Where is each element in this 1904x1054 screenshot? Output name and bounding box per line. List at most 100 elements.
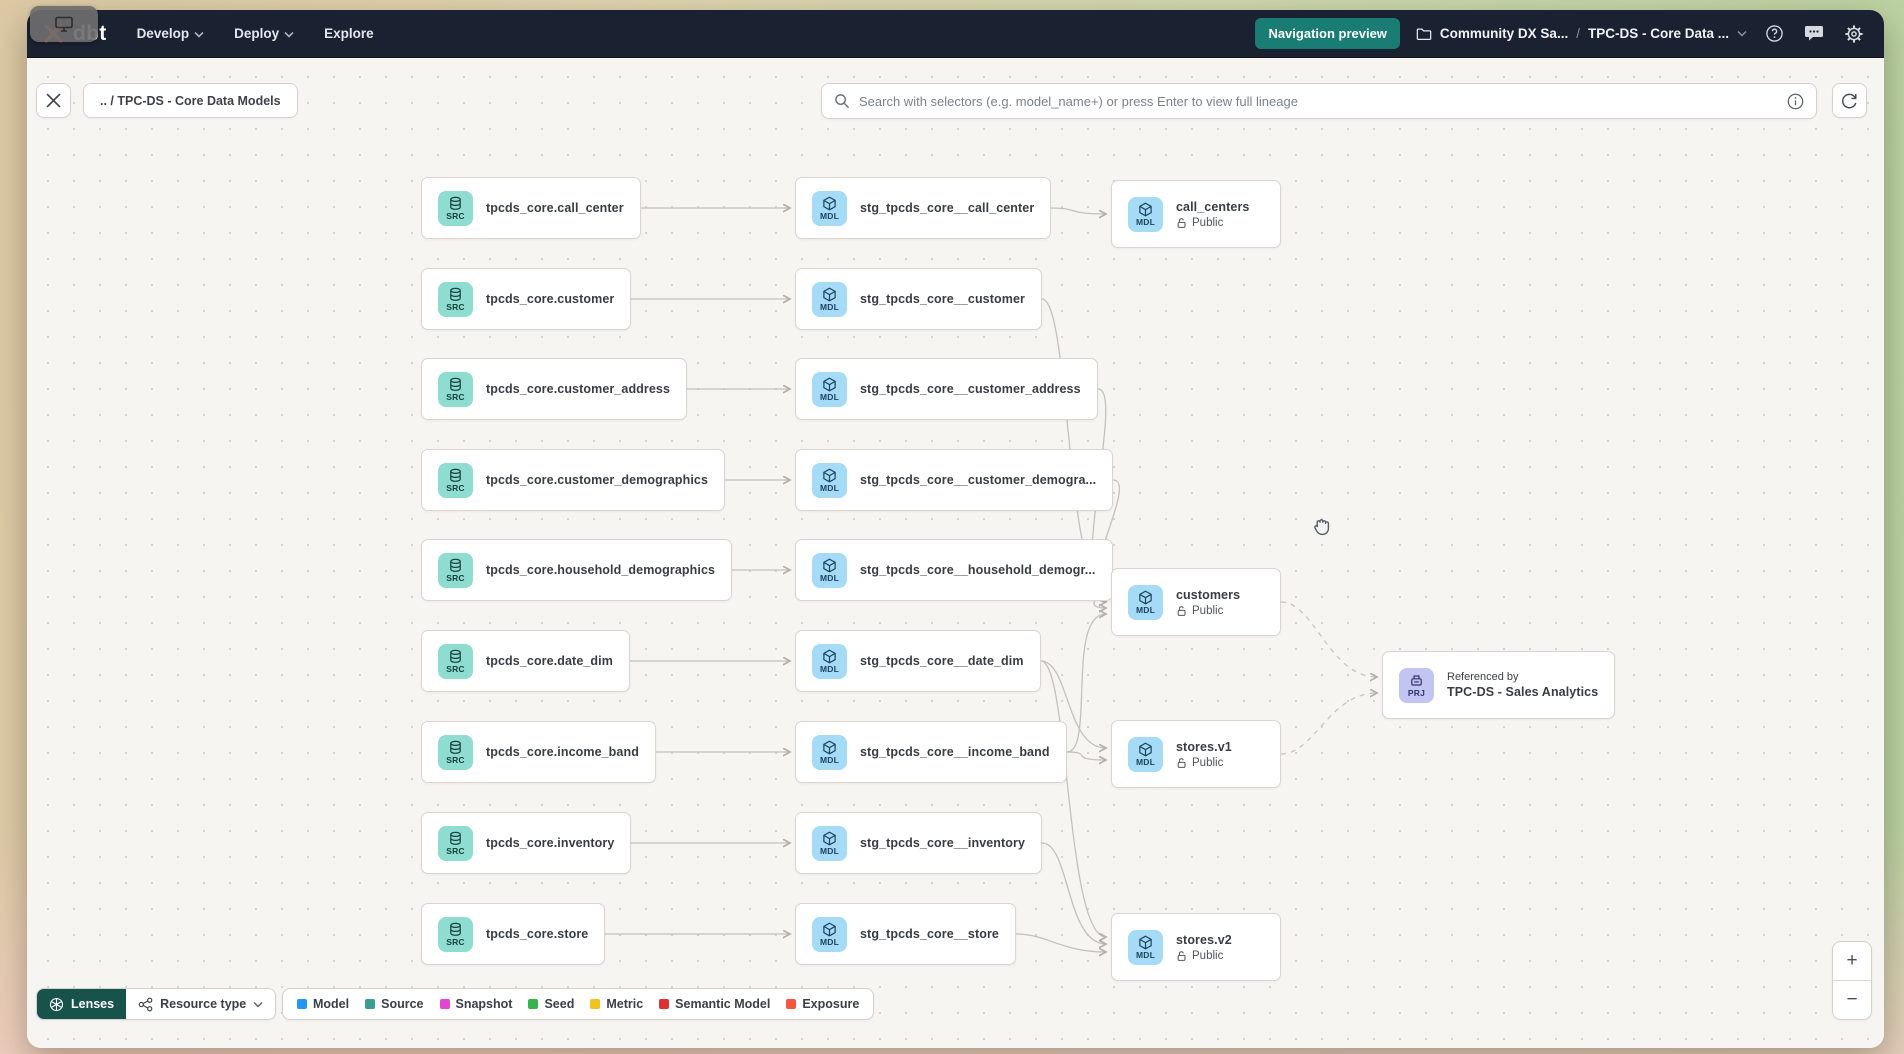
node-title: stg_tpcds_core__inventory (860, 836, 1026, 850)
model-icon: MDL (812, 281, 847, 317)
breadcrumb-page[interactable]: TPC-DS - Core Data ... (1587, 26, 1729, 41)
close-lineage-button[interactable] (36, 83, 71, 118)
graph-node-src_customer_demographics[interactable]: SRC tpcds_core.customer_demographics (421, 449, 726, 511)
nav-item-explore[interactable]: Explore (324, 26, 374, 41)
legend-color-swatch (590, 999, 601, 1009)
zoom-in-button[interactable]: + (1833, 942, 1871, 980)
chevron-down-icon (194, 31, 204, 38)
lineage-search (821, 83, 1817, 119)
refresh-icon (1842, 93, 1857, 109)
node-title: stg_tpcds_core__call_center (860, 201, 1035, 215)
node-title: TPC-DS - Sales Analytics (1447, 685, 1599, 699)
legend-item-snapshot: Snapshot (439, 997, 512, 1011)
graph-node-src_inventory[interactable]: SRC tpcds_core.inventory (421, 812, 632, 874)
lineage-edge-stg_income_band-customers (1066, 614, 1106, 753)
resource-type-icon (138, 997, 153, 1011)
node-title: stg_tpcds_core__household_demogr... (860, 563, 1096, 577)
model-icon: MDL (1128, 584, 1163, 620)
node-access-label: Public (1176, 757, 1232, 769)
source-icon: SRC (438, 643, 473, 679)
graph-node-stg_call_center[interactable]: MDL stg_tpcds_core__call_center (795, 177, 1052, 239)
source-icon: SRC (438, 734, 473, 770)
feedback-icon[interactable] (1802, 22, 1826, 45)
model-icon: MDL (812, 734, 847, 770)
node-title: tpcds_core.inventory (486, 836, 615, 850)
info-icon[interactable] (1786, 92, 1805, 116)
resource-type-dropdown[interactable]: Resource type (126, 989, 276, 1019)
model-icon: MDL (812, 552, 847, 588)
search-icon (835, 94, 850, 109)
node-title: stores.v1 (1176, 739, 1232, 754)
lineage-edge-stg_date_dim-stores_v1 (1040, 660, 1106, 748)
node-title: tpcds_core.date_dim (486, 654, 613, 668)
source-icon: SRC (438, 462, 473, 498)
legend-color-swatch (297, 999, 307, 1009)
node-title: tpcds_core.customer_demographics (486, 473, 709, 487)
node-pre-label: Referenced by (1447, 671, 1519, 683)
refresh-lineage-button[interactable] (1832, 83, 1867, 118)
help-icon[interactable] (1763, 22, 1786, 45)
legend-color-swatch (786, 999, 797, 1009)
search-input[interactable] (859, 93, 1778, 109)
node-title: stg_tpcds_core__date_dim (860, 654, 1024, 668)
zoom-out-button[interactable]: − (1833, 981, 1871, 1019)
node-title: stg_tpcds_core__customer_demogra... (860, 473, 1097, 487)
screen-share-indicator (30, 6, 98, 42)
chevron-down-icon (284, 31, 294, 38)
close-icon (46, 93, 61, 108)
folder-icon (1416, 27, 1432, 40)
model-icon: MDL (812, 190, 847, 226)
navigation-preview-button[interactable]: Navigation preview (1255, 18, 1400, 49)
model-icon: MDL (812, 371, 847, 407)
breadcrumb: Community DX Sa... / TPC-DS - Core Data … (1416, 26, 1747, 41)
graph-node-stg_household_demographics[interactable]: MDL stg_tpcds_core__household_demogr... (795, 539, 1113, 601)
legend-color-swatch (659, 999, 670, 1009)
settings-gear-icon[interactable] (1842, 22, 1866, 46)
model-icon: MDL (1128, 929, 1163, 965)
graph-node-src_income_band[interactable]: SRC tpcds_core.income_band (421, 721, 656, 783)
breadcrumb-project[interactable]: Community DX Sa... (1439, 26, 1569, 41)
source-icon: SRC (438, 190, 473, 226)
source-icon: SRC (438, 825, 473, 861)
node-title: tpcds_core.store (486, 927, 589, 941)
graph-node-src_store[interactable]: SRC tpcds_core.store (421, 903, 606, 965)
model-icon: MDL (1128, 736, 1163, 772)
source-icon: SRC (438, 281, 473, 317)
lenses-button[interactable]: Lenses (37, 989, 127, 1019)
app-window: dbt Develop Deploy Explore Navigation pr… (27, 10, 1884, 1048)
legend-item-source: Source (365, 997, 424, 1011)
lineage-edge-stg_date_dim-stores_v2 (1040, 660, 1106, 937)
node-title: tpcds_core.income_band (486, 745, 639, 759)
chevron-down-icon (253, 1001, 263, 1008)
breadcrumb-separator: / (1576, 26, 1580, 41)
chevron-down-icon[interactable] (1737, 30, 1747, 37)
legend-item-exposure: Exposure (786, 997, 859, 1011)
nav-item-deploy[interactable]: Deploy (234, 26, 294, 41)
node-title: stg_tpcds_core__store (860, 927, 999, 941)
divider (1833, 980, 1871, 981)
source-icon: SRC (438, 916, 473, 952)
lineage-breadcrumb-chip[interactable]: .. / TPC-DS - Core Data Models (83, 83, 298, 118)
node-title: call_centers (1176, 199, 1250, 214)
graph-node-src_date_dim[interactable]: SRC tpcds_core.date_dim (421, 630, 630, 692)
nav-item-develop[interactable]: Develop (137, 26, 205, 41)
top-navbar: dbt Develop Deploy Explore Navigation pr… (27, 10, 1884, 58)
